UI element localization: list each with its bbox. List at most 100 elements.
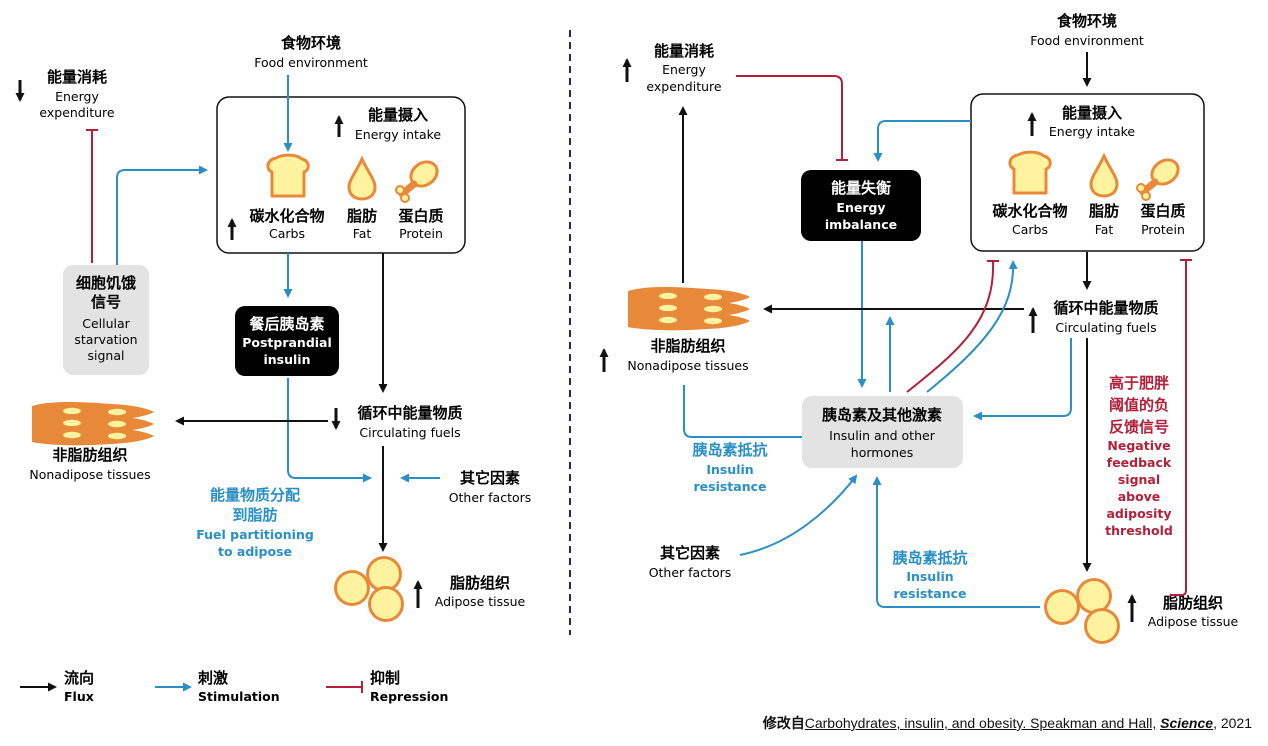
protein-cn: 蛋白质 — [1140, 202, 1185, 220]
adipose-cn: 脂肪组织 — [450, 574, 510, 592]
imbalance-en2: imbalance — [825, 217, 897, 232]
fat-drop-icon — [347, 155, 377, 201]
adipose-cn: 脂肪组织 — [1163, 594, 1223, 612]
starvation-en1: Cellular — [82, 316, 130, 331]
energy-intake-en: Energy intake — [1049, 124, 1135, 139]
carbs-en: Carbs — [1012, 222, 1048, 237]
hormones-stimulate-intake — [926, 260, 1018, 393]
insulin-hormones-box — [802, 396, 963, 468]
hormones-en2: hormones — [851, 445, 913, 460]
resistance1-en2: resistance — [693, 479, 766, 494]
energy-intake-cn: 能量摄入 — [368, 106, 428, 124]
imbalance-en1: Energy — [836, 200, 885, 215]
feedback-en4: above — [1118, 489, 1161, 504]
drumstick-icon — [1136, 158, 1180, 201]
partition-en1: Fuel partitioning — [196, 527, 314, 542]
fuels-to-hormones-stimulation — [973, 338, 1072, 421]
left-panel: 食物环境 Food environment 能量消耗 Energy expend… — [15, 34, 532, 622]
hormones-repress-intake — [906, 261, 995, 393]
partition-cn1: 能量物质分配 — [210, 486, 300, 504]
insulin-to-partition-stimulation — [287, 378, 372, 483]
citation-link[interactable]: Carbohydrates, insulin, and obesity. Spe… — [804, 715, 1157, 731]
food-env-cn: 食物环境 — [1057, 12, 1117, 30]
protein-cn: 蛋白质 — [398, 207, 443, 225]
energy-imbalance-box — [801, 170, 921, 241]
adipose-feedback-repression — [1170, 260, 1187, 596]
imbalance-cn: 能量失衡 — [831, 179, 891, 197]
starvation-to-intake-stimulation — [116, 165, 208, 265]
partition-en2: to adipose — [218, 544, 292, 559]
partition-cn2: 到脂肪 — [232, 506, 277, 524]
energy-intake-cn: 能量摄入 — [1062, 104, 1122, 122]
fuels-cn: 循环中能量物质 — [1053, 299, 1158, 317]
fuels-en: Circulating fuels — [1055, 320, 1156, 335]
feedback-en1: Negative — [1107, 438, 1170, 453]
feedback-en3: signal — [1118, 472, 1160, 487]
energy-exp-cn: 能量消耗 — [654, 42, 714, 60]
expenditure-represses-imbalance — [736, 75, 843, 160]
adipose-to-hormones-stimulation — [872, 476, 1040, 608]
feedback-cn1: 高于肥胖 — [1109, 374, 1169, 392]
legend-rep-cn: 抑制 — [370, 669, 400, 687]
resistance2-en1: Insulin — [906, 569, 953, 584]
carbs-cn: 碳水化合物 — [992, 202, 1067, 220]
starvation-en2: starvation — [74, 332, 137, 347]
carbs-cn: 碳水化合物 — [249, 207, 324, 225]
other-factors-en: Other factors — [649, 565, 732, 580]
starvation-cn1: 细胞饥饿 — [76, 274, 136, 292]
feedback-cn2: 阈值的负 — [1109, 396, 1169, 414]
citation-journal[interactable]: Science — [1160, 715, 1214, 731]
hormones-cn: 胰岛素及其他激素 — [822, 406, 942, 424]
insulin-en2: insulin — [264, 352, 311, 367]
protein-en: Protein — [1141, 222, 1185, 237]
energy-exp-en1: Energy — [55, 89, 99, 104]
legend-rep-en: Repression — [370, 689, 448, 704]
fat-cells-icon — [1044, 578, 1120, 644]
other-factors-en: Other factors — [449, 490, 532, 505]
drumstick-icon — [395, 160, 439, 203]
citation: 修改自Carbohydrates, insulin, and obesity. … — [763, 713, 1252, 733]
fat-drop-icon — [1089, 152, 1119, 198]
energy-exp-en1: Energy — [662, 62, 706, 77]
fat-cn: 脂肪 — [347, 207, 377, 225]
legend: 流向 Flux 刺激 Stimulation 抑制 Repression — [20, 669, 448, 704]
other-factors-cn: 其它因素 — [460, 469, 520, 487]
intake-to-imbalance-stimulation — [873, 120, 971, 162]
feedback-en2: feedback — [1107, 455, 1172, 470]
energy-exp-en2: expenditure — [39, 105, 115, 120]
fuels-cn: 循环中能量物质 — [357, 404, 462, 422]
citation-prefix: 修改自 — [762, 715, 805, 731]
fat-en: Fat — [1095, 222, 1114, 237]
resistance1-en1: Insulin — [706, 462, 753, 477]
resistance2-en2: resistance — [893, 586, 966, 601]
energy-intake-box — [970, 93, 1205, 252]
hormones-en1: Insulin and other — [829, 428, 936, 443]
food-env-cn: 食物环境 — [281, 34, 341, 52]
legend-flux-cn: 流向 — [64, 669, 94, 687]
adipose-en: Adipose tissue — [435, 594, 526, 609]
feedback-cn3: 反馈信号 — [1109, 418, 1169, 436]
nonadipose-resistance-link — [683, 385, 802, 438]
bread-icon — [266, 153, 310, 198]
nonadipose-en: Nonadipose tissues — [627, 358, 748, 373]
energy-intake-box — [216, 96, 466, 254]
fat-cn: 脂肪 — [1089, 202, 1119, 220]
legend-stim-cn: 刺激 — [198, 669, 229, 687]
citation-year: , 2021 — [1213, 715, 1252, 731]
bread-icon — [1008, 150, 1052, 195]
energy-exp-en2: expenditure — [646, 79, 722, 94]
nonadipose-en: Nonadipose tissues — [29, 467, 150, 482]
fuels-en: Circulating fuels — [359, 425, 460, 440]
resistance2-cn: 胰岛素抵抗 — [892, 549, 967, 567]
legend-stim-en: Stimulation — [198, 689, 280, 704]
starvation-cn2: 信号 — [91, 293, 121, 311]
right-panel: 食物环境 Food environment 能量消耗 Energy expend… — [599, 12, 1239, 644]
fat-cells-icon — [334, 556, 404, 622]
muscle-tissue-icon — [32, 402, 154, 446]
carbs-en: Carbs — [269, 226, 305, 241]
insulin-en1: Postprandial — [242, 335, 332, 350]
feedback-en6: threshold — [1105, 523, 1173, 538]
feedback-en5: adiposity — [1106, 506, 1171, 521]
adipose-en: Adipose tissue — [1148, 614, 1239, 629]
